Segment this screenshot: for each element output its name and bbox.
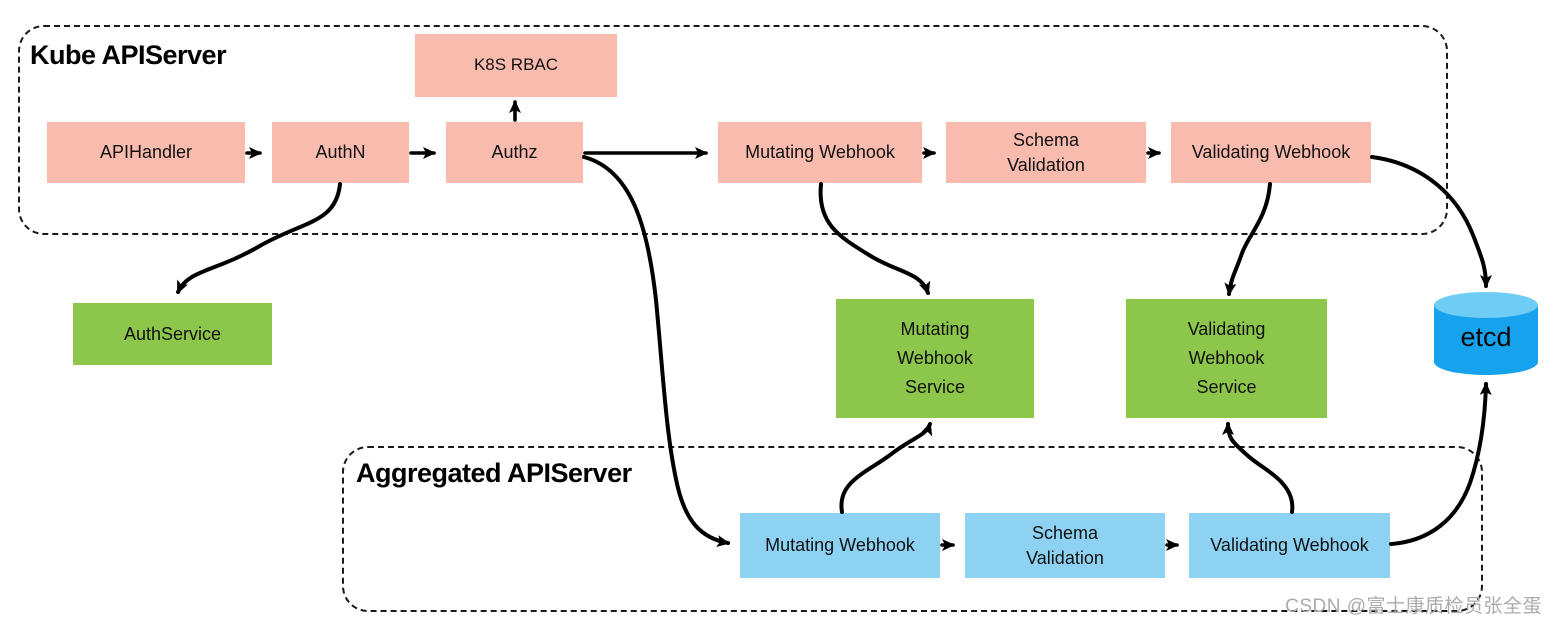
node-auth-service: AuthService [73, 303, 272, 365]
node-apihandler: APIHandler [47, 122, 245, 183]
node-mutating-webhook-agg: Mutating Webhook [740, 513, 940, 578]
etcd-cylinder-top [1434, 292, 1538, 318]
node-validating-webhook-service: Validating Webhook Service [1126, 299, 1327, 418]
kube-apiserver-region [18, 25, 1448, 235]
node-authn: AuthN [272, 122, 409, 183]
node-schema-validation-kube: Schema Validation [946, 122, 1146, 183]
node-validating-webhook-kube: Validating Webhook [1171, 122, 1371, 183]
node-validating-webhook-agg: Validating Webhook [1189, 513, 1390, 578]
node-etcd: etcd [1460, 322, 1512, 352]
node-mutating-webhook-kube: Mutating Webhook [718, 122, 922, 183]
watermark: CSDN @富士康质检员张全蛋 [1285, 596, 1542, 617]
node-k8s-rbac: K8S RBAC [415, 34, 617, 97]
node-schema-validation-agg: Schema Validation [965, 513, 1165, 578]
node-authz: Authz [446, 122, 583, 183]
kube-apiserver-title: Kube APIServer [30, 40, 227, 70]
aggregated-apiserver-title: Aggregated APIServer [356, 458, 632, 488]
node-mutating-webhook-service: Mutating Webhook Service [836, 299, 1034, 418]
